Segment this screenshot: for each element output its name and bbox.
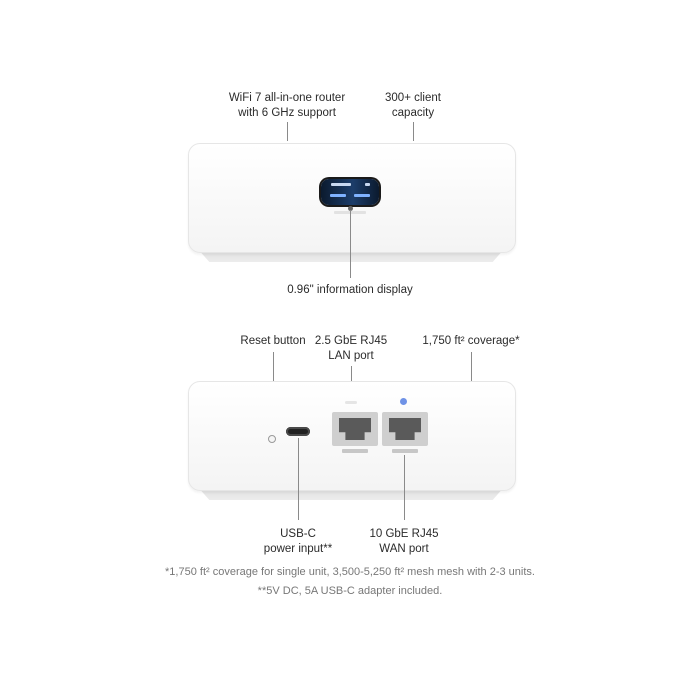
lan-port-label: 2.5 GbE RJ45 LAN port [314,335,388,362]
back-device-body [188,381,516,491]
wan-rj45-port-icon[interactable] [382,412,428,446]
wan-port-label: 10 GbE RJ45 WAN port [369,528,439,555]
router-wifi7-label: WiFi 7 all-in-one router with 6 GHz supp… [228,92,346,119]
wan-label-line [404,455,405,520]
client-label-line [413,122,414,141]
display-label-line [350,210,351,278]
coverage-footnote: *1,750 ft² coverage for single unit, 3,5… [165,566,535,578]
information-display [321,179,379,205]
wan-port-tag [392,449,418,453]
information-display-label: 0.96" information display [287,284,413,296]
lan-rj45-port-icon[interactable] [332,412,378,446]
display-pointer-dot [348,206,353,211]
router-label-line [287,122,288,141]
wan-status-led [400,398,407,405]
reset-button-label: Reset button [240,335,306,347]
reset-button-icon[interactable] [268,435,276,443]
coverage-label-line [471,352,472,381]
usb-c-power-label: USB-C power input** [263,528,333,555]
client-capacity-label: 300+ client capacity [385,92,441,119]
usb-c-port-icon[interactable] [286,427,310,436]
usbc-label-line [298,438,299,520]
coverage-label: 1,750 ft² coverage* [422,335,520,347]
power-adapter-footnote: **5V DC, 5A USB-C adapter included. [257,585,443,597]
lan-port-tag [342,449,368,453]
lan-status-led [345,401,357,404]
